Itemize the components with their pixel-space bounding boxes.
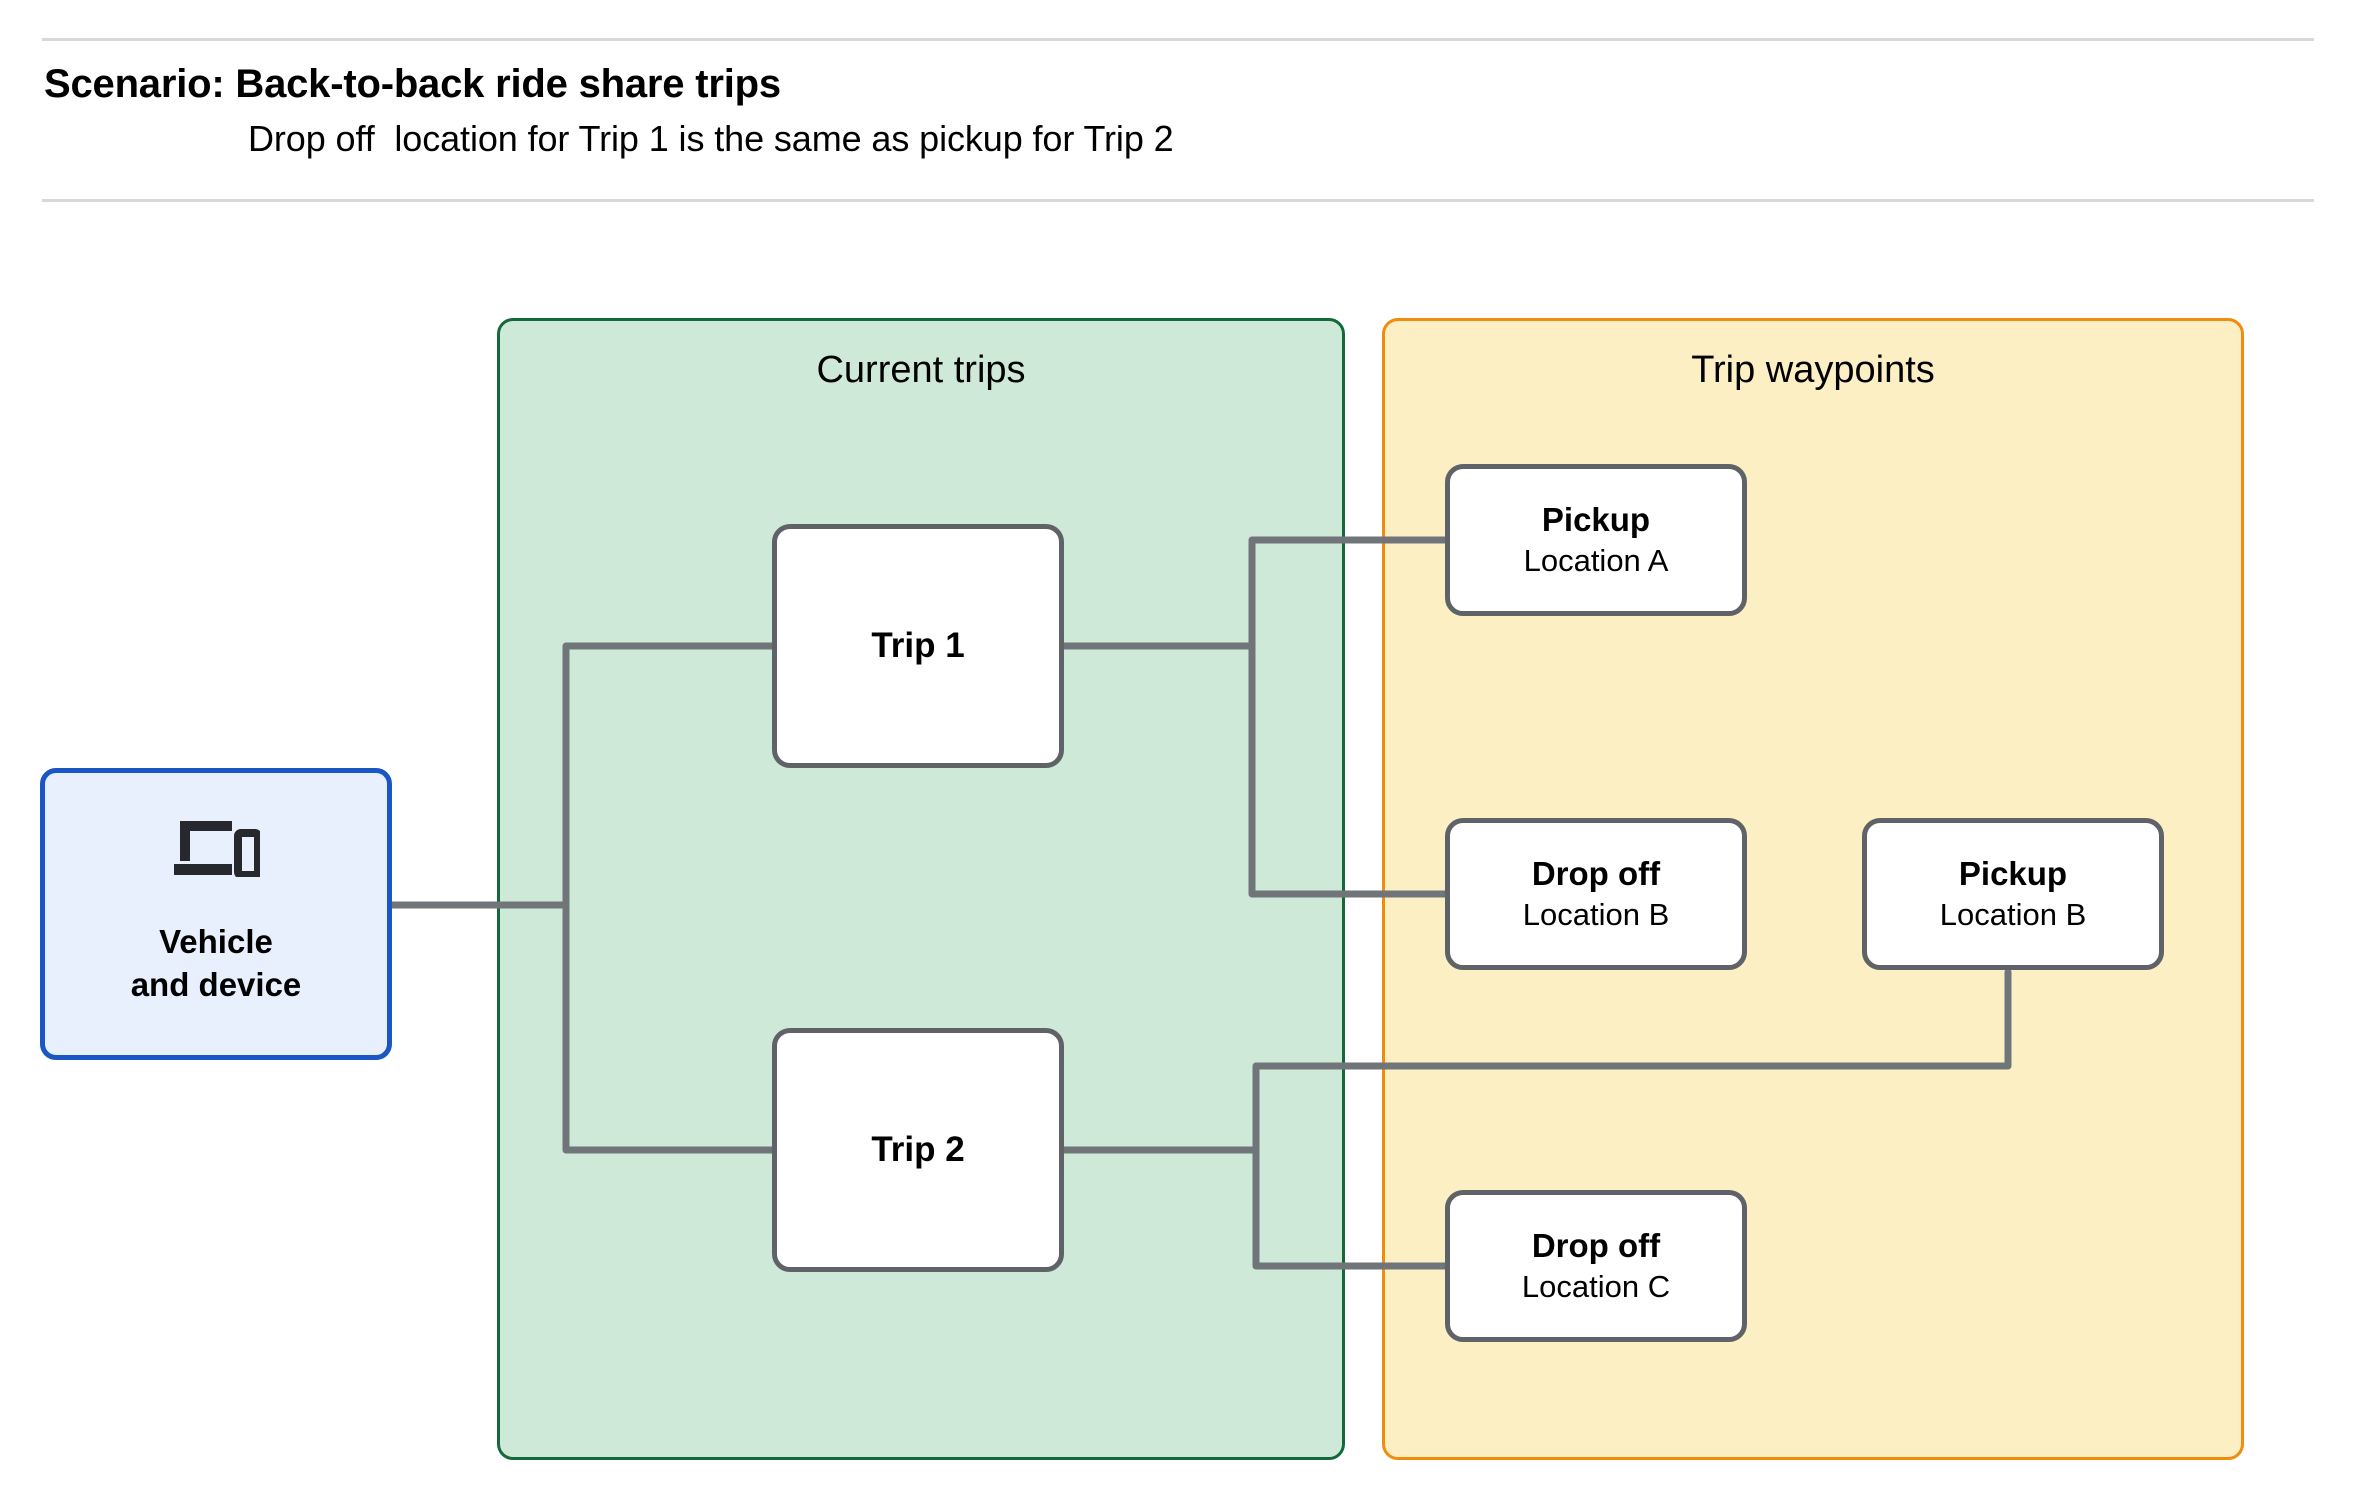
node-pickup-location-a-title: Pickup [1541, 500, 1651, 538]
node-dropoff-location-b-subtitle: Location B [1522, 896, 1670, 932]
node-trip-1[interactable]: Trip 1 [772, 524, 1064, 768]
node-trip-2[interactable]: Trip 2 [772, 1028, 1064, 1272]
group-current-trips-label: Current trips [816, 349, 1026, 391]
page-subtitle: Drop off location for Trip 1 is the same… [248, 118, 1174, 159]
node-trip-1-label: Trip 1 [871, 626, 965, 666]
node-vehicle-and-device[interactable]: Vehicle and device [40, 768, 392, 1060]
devices-icon [174, 821, 260, 877]
page-header: Scenario: Back-to-back ride share trips … [0, 0, 2357, 204]
node-dropoff-location-b-title: Drop off [1531, 854, 1661, 892]
node-dropoff-location-c-title: Drop off [1531, 1226, 1661, 1264]
node-dropoff-location-b[interactable]: Drop off Location B [1445, 818, 1747, 970]
page-title: Scenario: Back-to-back ride share trips [44, 62, 781, 106]
node-pickup-location-a-subtitle: Location A [1523, 542, 1669, 578]
node-pickup-location-a[interactable]: Pickup Location A [1445, 464, 1747, 616]
node-vehicle-label: Vehicle and device [130, 923, 302, 1003]
group-current-trips: Current trips [497, 318, 1345, 1460]
node-trip-2-label: Trip 2 [871, 1130, 965, 1170]
node-pickup-location-b[interactable]: Pickup Location B [1862, 818, 2164, 970]
node-pickup-location-b-title: Pickup [1958, 854, 2068, 892]
header-divider-bottom [42, 199, 2314, 202]
node-dropoff-location-c-subtitle: Location C [1521, 1268, 1671, 1304]
node-dropoff-location-c[interactable]: Drop off Location C [1445, 1190, 1747, 1342]
header-divider-top [42, 38, 2314, 41]
group-trip-waypoints-label: Trip waypoints [1691, 349, 1935, 391]
node-pickup-location-b-subtitle: Location B [1939, 896, 2087, 932]
